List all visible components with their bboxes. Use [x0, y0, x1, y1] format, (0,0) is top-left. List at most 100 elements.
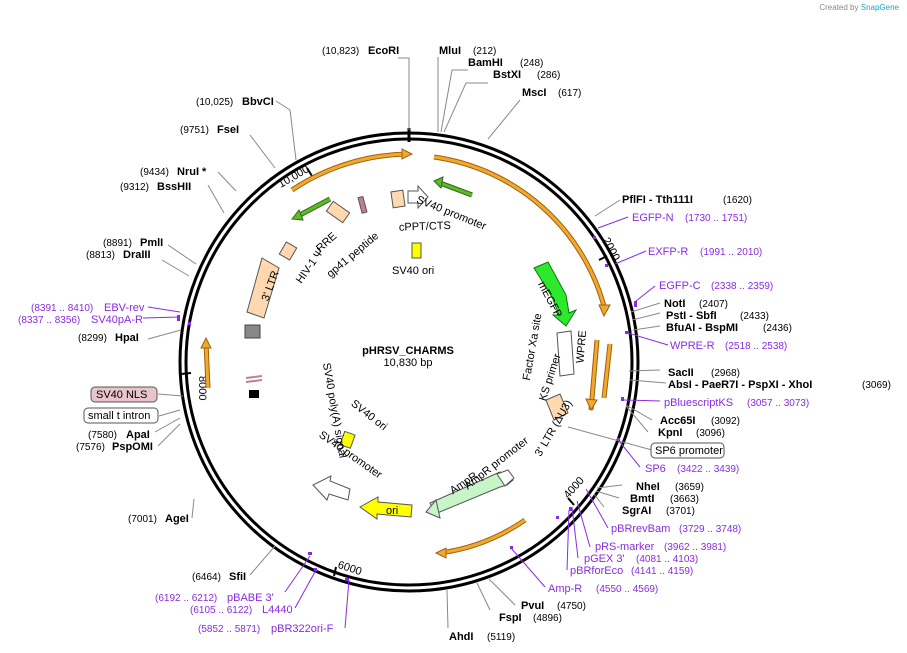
- primer-pos-amp-r: (4550 .. 4569): [596, 584, 658, 595]
- enzyme-bfuai-group: BfuAI - BspMI: [666, 322, 738, 334]
- enzyme-acc65i: Acc65I: [660, 415, 695, 427]
- enzyme-bbvci: BbvCI: [242, 96, 274, 108]
- primer-pos-pbabe3: (6192 .. 6212): [155, 593, 217, 604]
- enzyme-agei: AgeI: [165, 513, 189, 525]
- primer-pos-pbrforeco: (4141 .. 4159): [631, 566, 693, 577]
- enzyme-ecori: EcoRI: [368, 45, 399, 57]
- snapgene-logo: SnapGene: [860, 3, 899, 12]
- primer-sp6: SP6: [645, 463, 666, 475]
- enzyme-psti-group: PstI - SbfI: [666, 310, 717, 322]
- enzyme-nrui: NruI *: [177, 166, 207, 178]
- ltr-du3-block: [545, 393, 569, 421]
- enzyme-pos-bbvci: (10,025): [196, 97, 233, 108]
- enzyme-fsei: FseI: [217, 124, 239, 136]
- small-t-intron-label: small t intron: [88, 410, 150, 422]
- enzyme-pos-agei: (7001): [128, 514, 157, 525]
- sp6-promoter-label: SP6 promoter: [655, 445, 723, 457]
- enzyme-sgrai: SgrAI: [622, 505, 651, 517]
- sv40-ori-top-block: [411, 242, 422, 259]
- enzyme-pos-pspomi: (7576): [76, 442, 105, 453]
- primer-labels: EGFP-N (1730 .. 1751) EXFP-R (1991 .. 20…: [18, 212, 809, 635]
- enzyme-pos-bamhi: (248): [520, 58, 543, 69]
- enzyme-pos-ahdi: (5119): [487, 632, 515, 643]
- primer-prs-marker: pRS-marker: [595, 541, 655, 553]
- enzyme-noti: NotI: [664, 298, 685, 310]
- label-wpre: WPRE: [574, 330, 589, 364]
- primer-leader-lines: [142, 216, 669, 629]
- enzyme-pos-bfuai-group: (2436): [763, 323, 792, 334]
- enzyme-pos-hpai: (8299): [78, 333, 107, 344]
- label-sv40-polya: SV40 poly(A) signal: [320, 362, 349, 459]
- ltr3-block: [246, 257, 280, 319]
- enzyme-pos-mlui: (212): [473, 46, 496, 57]
- primer-pos-l4440: (6105 .. 6122): [190, 605, 252, 616]
- enzyme-sfii: SfiI: [229, 571, 246, 583]
- gp41-block: [357, 195, 368, 214]
- primer-marks: [177, 236, 637, 581]
- enzyme-pos-fsei: (9751): [180, 125, 209, 136]
- hiv-psi-block: [278, 241, 298, 261]
- primer-exfp-r: EXFP-R: [648, 246, 688, 258]
- primer-sv40pa-r: SV40pA-R: [91, 314, 143, 326]
- primer-pos-egfp-n: (1730 .. 1751): [685, 213, 747, 224]
- primer-pos-wpre-r: (2518 .. 2538): [725, 341, 787, 352]
- sv40-promoter-bottom-arrow: [312, 475, 351, 501]
- enzyme-pos-pmli: (8891): [103, 238, 132, 249]
- enzyme-pos-fspi: (4896): [533, 613, 562, 624]
- wpre-block: [556, 330, 575, 377]
- enzyme-ahdi: AhdI: [449, 631, 473, 643]
- enzyme-pos-absi-group: (3069): [862, 380, 891, 391]
- ampr-promoter-arrow: [496, 469, 515, 487]
- primer-pos-prs-marker: (3962 .. 3981): [664, 542, 726, 553]
- enzyme-pos-acc65i: (3092): [711, 416, 740, 427]
- enzyme-pos-bmti: (3663): [670, 494, 699, 505]
- label-ori: ori: [386, 505, 398, 517]
- sv40-promoter-top-arrow: [407, 184, 429, 210]
- enzyme-bamhi: BamHI: [468, 57, 503, 69]
- primer-egfp-n: EGFP-N: [632, 212, 674, 224]
- enzyme-bsshii: BssHII: [157, 181, 191, 193]
- enzyme-kpni: KpnI: [658, 427, 682, 439]
- enzyme-fspi: FspI: [499, 612, 522, 624]
- enzyme-pos-psti-group: (2433): [740, 311, 769, 322]
- label-cppt: cPPT/CTS: [399, 220, 451, 234]
- primer-pbabe3: pBABE 3': [227, 592, 274, 604]
- plasmid-name: pHRSV_CHARMS: [362, 345, 454, 357]
- megfp-arrow: [533, 261, 578, 327]
- enzyme-pflfi-group: PflFI - Tth111I: [622, 194, 693, 206]
- primer-pbrforeco: pBRforEco: [570, 565, 623, 577]
- cppt-block: [390, 189, 406, 209]
- enzyme-pos-apai: (7580): [88, 430, 117, 441]
- sv40-nls-box: [90, 386, 158, 403]
- primer-pos-exfp-r: (1991 .. 2010): [700, 247, 762, 258]
- enzyme-bmti: BmtI: [630, 493, 654, 505]
- enzyme-pos-bstxi: (286): [537, 70, 560, 81]
- primer-pos-pbr322ori-f: (5852 .. 5871): [198, 624, 260, 635]
- primer-pos-egfp-c: (2338 .. 2359): [711, 281, 773, 292]
- snapgene-credit: Created by SnapGene: [819, 3, 899, 12]
- sp6-promoter-box: [650, 442, 725, 459]
- enzyme-pos-sfii: (6464): [192, 572, 221, 583]
- small-t-intron-box: [83, 407, 159, 424]
- enzyme-pos-noti: (2407): [699, 299, 728, 310]
- enzyme-bstxi: BstXI: [493, 69, 521, 81]
- primer-wpre-r: WPRE-R: [670, 340, 715, 352]
- label-factor-xa: Factor Xa site: [521, 313, 545, 382]
- enzyme-pos-bsshii: (9312): [120, 182, 149, 193]
- enzyme-mlui: MluI: [439, 45, 461, 57]
- enzyme-pos-sacii: (2968): [711, 368, 740, 379]
- enzyme-pos-nrui: (9434): [140, 167, 169, 178]
- feature-blocks: [244, 184, 578, 520]
- tick-8000: 8000: [196, 376, 208, 400]
- primer-pos-sp6: (3422 .. 3439): [677, 464, 739, 475]
- ampr-arrow: [429, 471, 514, 515]
- sv40-ori-bottom-block: [339, 430, 356, 449]
- green-arrows: [291, 176, 473, 221]
- label-sv40-ori-top: SV40 ori: [392, 265, 434, 277]
- enzyme-msci: MscI: [522, 87, 546, 99]
- enzyme-pos-sgrai: (3701): [666, 506, 695, 517]
- enzyme-leader-lines: [147, 57, 667, 629]
- primer-pos-sv40pa-r: (8337 .. 8356): [18, 315, 80, 326]
- primer-ebv-rev: EBV-rev: [104, 302, 145, 314]
